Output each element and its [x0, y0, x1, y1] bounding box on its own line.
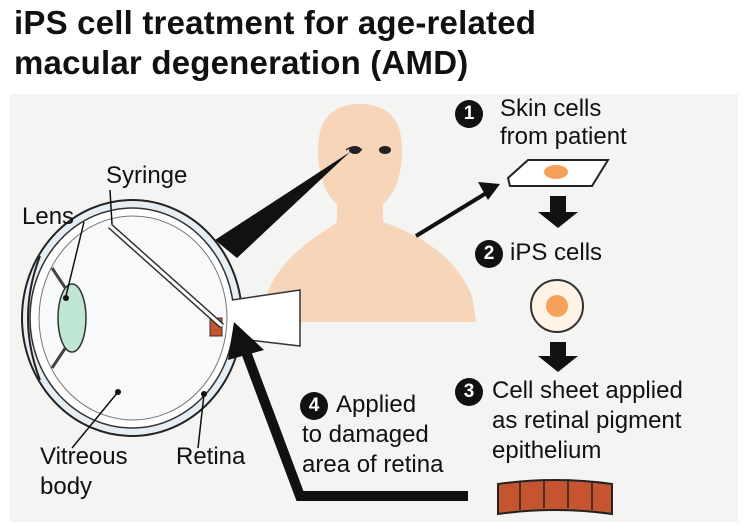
- eye-cross-section: [21, 189, 301, 449]
- step-4-line2: to damaged: [302, 421, 429, 448]
- retina-label: Retina: [176, 443, 246, 470]
- ips-cell-nucleus: [546, 295, 568, 317]
- skin-cell-nucleus: [544, 165, 568, 179]
- step-2-badge: 2: [475, 240, 503, 268]
- title-line-2: macular degeneration (AMD): [14, 44, 469, 81]
- step-4-badge: 4: [300, 392, 328, 420]
- lens-shape: [57, 283, 87, 353]
- down-arrow-2: [538, 342, 578, 372]
- lens-label: Lens: [22, 203, 75, 230]
- zoom-wedge: [215, 152, 350, 258]
- left-eye: [349, 146, 361, 154]
- cell-sheet: [497, 479, 613, 516]
- body-silhouette: [262, 104, 476, 322]
- arrow-to-retina: [241, 350, 468, 501]
- step-3-line1: Cell sheet applied: [492, 377, 683, 404]
- step-3-badge: 3: [455, 378, 483, 406]
- vitreous-label-line2: body: [40, 473, 93, 500]
- step-3-line2: as retinal pigment: [492, 407, 682, 434]
- right-eye: [379, 146, 391, 154]
- step-4-line1: Applied: [336, 391, 417, 418]
- down-arrow-1: [538, 196, 578, 228]
- step-4-line3: area of retina: [302, 451, 444, 478]
- arrow-to-skin-cells: [414, 190, 490, 238]
- step-1-line2: from patient: [500, 123, 627, 150]
- patient-figure: [262, 104, 476, 322]
- vitreous-label-line1: Vitreous: [40, 443, 128, 470]
- title-line-1: iPS cell treatment for age-related: [14, 4, 537, 41]
- step-1-badge: 1: [455, 100, 483, 128]
- step-2-line1: iPS cells: [510, 239, 603, 266]
- syringe-label: Syringe: [106, 162, 188, 189]
- step-3-line3: epithelium: [492, 437, 602, 464]
- step-1-line1: Skin cells: [500, 95, 602, 122]
